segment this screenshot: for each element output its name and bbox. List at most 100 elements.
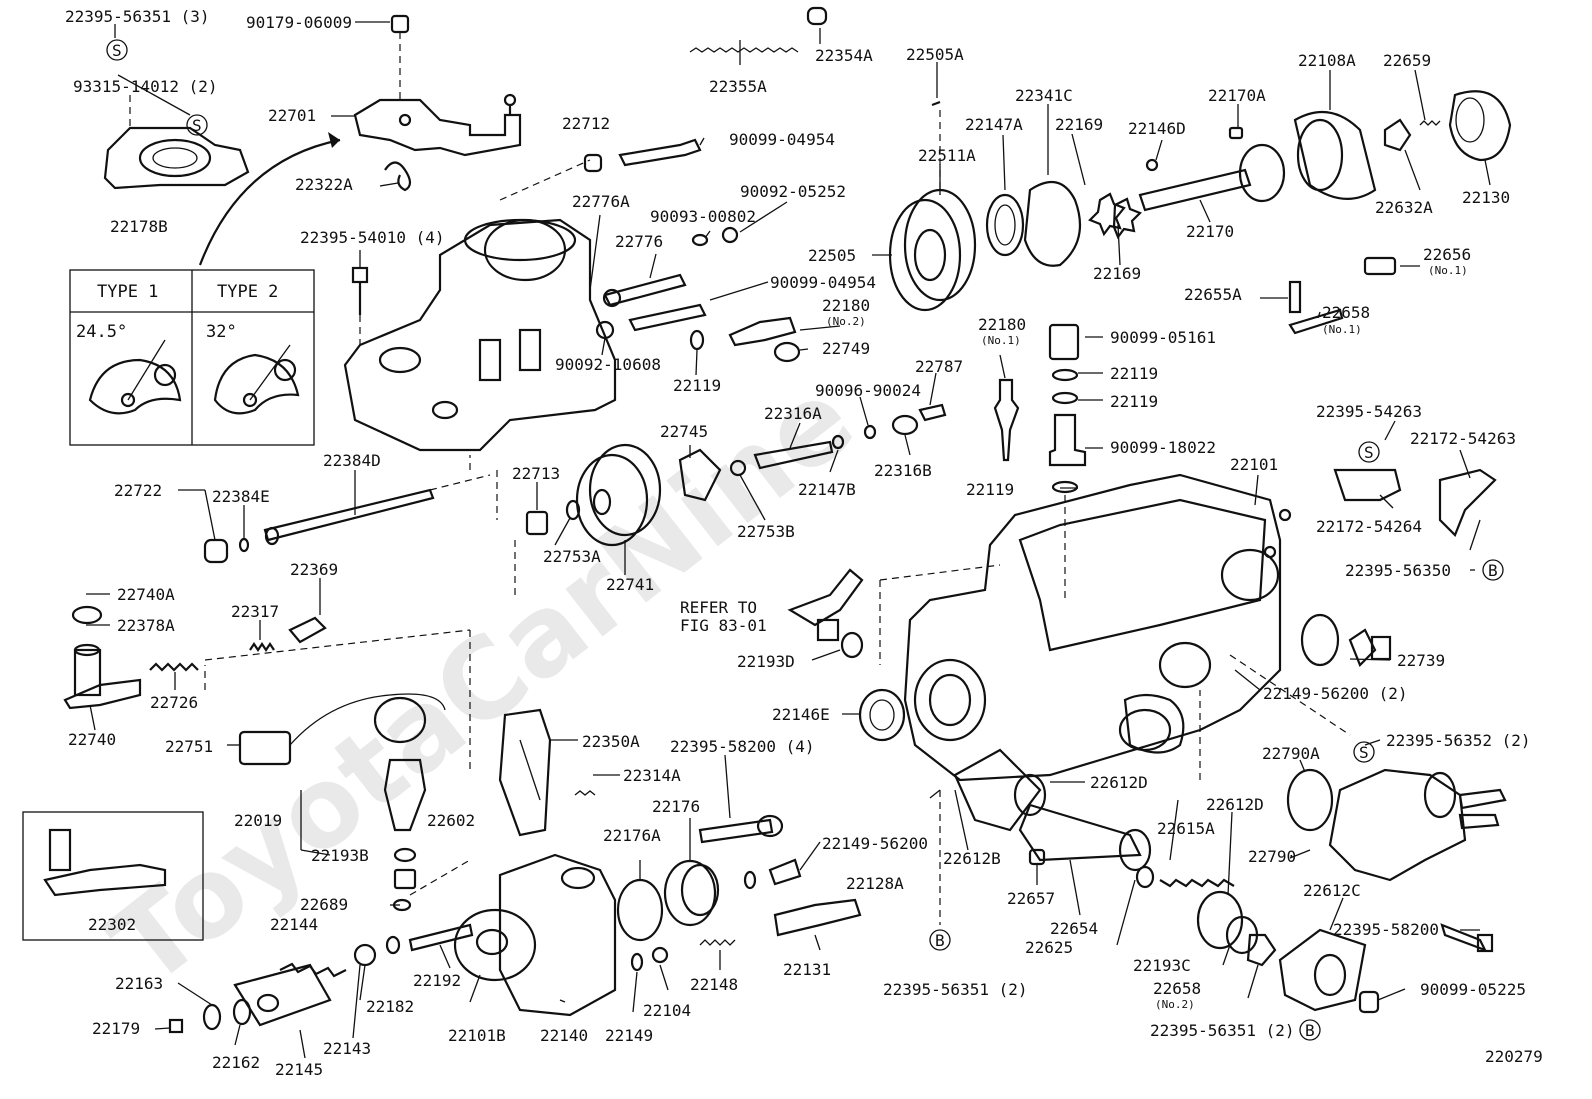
part-label: 22657 bbox=[1007, 889, 1055, 908]
part-label: 22350A bbox=[582, 732, 640, 751]
symbol-s-3: S bbox=[1364, 443, 1374, 462]
governor-cover bbox=[343, 159, 617, 470]
cam-plate-22741 bbox=[496, 443, 722, 600]
part-label: 22745 bbox=[660, 422, 708, 441]
part-label: 22322A bbox=[295, 175, 353, 194]
part-label: (No.2) bbox=[1155, 998, 1195, 1011]
part-label: 22104 bbox=[643, 1001, 691, 1020]
part-label: 22753A bbox=[543, 547, 601, 566]
bracket-22612b bbox=[939, 748, 1152, 925]
part-label: 22384E bbox=[212, 487, 270, 506]
solenoid-22751 bbox=[238, 693, 446, 912]
part-label: 22145 bbox=[275, 1060, 323, 1079]
part-label: 22316A bbox=[764, 404, 822, 423]
part-label: 22739 bbox=[1397, 651, 1445, 670]
cap-22354a bbox=[806, 6, 828, 26]
part-label: 22193D bbox=[737, 652, 795, 671]
type2-label: TYPE 2 bbox=[217, 282, 278, 302]
screw-22776 bbox=[602, 226, 739, 308]
part-label: 90099-05161 bbox=[1110, 328, 1216, 347]
part-label: 22170 bbox=[1186, 222, 1234, 241]
part-label: 22146E bbox=[772, 705, 830, 724]
symbol-b-1: B bbox=[1488, 561, 1498, 580]
seal-22146e bbox=[858, 688, 906, 742]
part-label: 22740A bbox=[117, 585, 175, 604]
part-label: 90092-05252 bbox=[740, 182, 846, 201]
part-label: 22146D bbox=[1128, 119, 1186, 138]
part-label: 22355A bbox=[709, 77, 767, 96]
symbol-s-2: S bbox=[192, 116, 202, 135]
part-label: 22612D bbox=[1090, 773, 1148, 792]
part-label: 22180 bbox=[978, 315, 1026, 334]
part-label: 22172-54263 bbox=[1410, 429, 1516, 448]
part-label: 22722 bbox=[114, 481, 162, 500]
part-label: 22169 bbox=[1055, 115, 1103, 134]
part-label: 22369 bbox=[290, 560, 338, 579]
part-label: 22182 bbox=[366, 997, 414, 1016]
part-label: 22108A bbox=[1298, 51, 1356, 70]
part-label: 22712 bbox=[562, 114, 610, 133]
part-label: 22632A bbox=[1375, 198, 1433, 217]
part-label: 22140 bbox=[540, 1026, 588, 1045]
part-label: 22317 bbox=[231, 602, 279, 621]
part-label: 22395-56351 (2) bbox=[1150, 1021, 1295, 1040]
part-label: 22144 bbox=[270, 915, 318, 934]
part-label: 22119 bbox=[1110, 364, 1158, 383]
part-label: 22131 bbox=[783, 960, 831, 979]
part-label: 22143 bbox=[323, 1039, 371, 1058]
part-label: 22149-56200 bbox=[822, 834, 928, 853]
part-label: 22612B bbox=[943, 849, 1001, 868]
part-label: 22193C bbox=[1133, 956, 1191, 975]
part-label: 22178B bbox=[110, 217, 168, 236]
bolt-90099-04954-a bbox=[583, 138, 702, 173]
part-label: (No.2) bbox=[826, 315, 866, 328]
part-label: 22149 bbox=[605, 1026, 653, 1045]
part-label: 22101 bbox=[1230, 455, 1278, 474]
lever-22701 bbox=[353, 14, 522, 192]
part-label: 22119 bbox=[1110, 392, 1158, 411]
symbol-b-3: B bbox=[1305, 1021, 1315, 1040]
part-label: 22176 bbox=[652, 797, 700, 816]
part-label: 22602 bbox=[427, 811, 475, 830]
screw-90099-04954-b bbox=[595, 303, 707, 340]
figure-id: 220279 bbox=[1485, 1047, 1543, 1066]
part-label: 22395-56352 (2) bbox=[1386, 731, 1531, 750]
part-label: 22790 bbox=[1248, 847, 1296, 866]
part-label: 90099-04954 bbox=[770, 273, 876, 292]
part-label: 90099-05225 bbox=[1420, 980, 1526, 999]
part-label: 22741 bbox=[606, 575, 654, 594]
part-label: 22163 bbox=[115, 974, 163, 993]
part-label: 22511A bbox=[918, 146, 976, 165]
actuator-22790 bbox=[1278, 768, 1507, 1014]
part-label: 22505A bbox=[906, 45, 964, 64]
part-label: (No.1) bbox=[981, 334, 1021, 347]
part-label: 22395-56351 (3) bbox=[65, 7, 210, 26]
part-label: 22395-58200 bbox=[1333, 920, 1439, 939]
part-label: 22776A bbox=[572, 192, 630, 211]
part-label: 22172-54264 bbox=[1316, 517, 1422, 536]
spring-22355a bbox=[689, 47, 799, 53]
part-label: 90179-06009 bbox=[246, 13, 352, 32]
symbol-s-4: S bbox=[1359, 743, 1369, 762]
type-table: TYPE 1 TYPE 2 24.5° 32° bbox=[69, 132, 341, 446]
type1-label: TYPE 1 bbox=[97, 282, 158, 302]
part-label: 22701 bbox=[268, 106, 316, 125]
part-label: 22751 bbox=[165, 737, 213, 756]
bracket-22740 bbox=[63, 605, 471, 770]
part-label: 22505 bbox=[808, 246, 856, 265]
angle2-label: 32° bbox=[206, 322, 237, 342]
part-label: 22726 bbox=[150, 693, 198, 712]
plunger-22615a bbox=[1135, 865, 1277, 967]
part-label: 22179 bbox=[92, 1019, 140, 1038]
part-label: 22176A bbox=[603, 826, 661, 845]
part-label: 22130 bbox=[1462, 188, 1510, 207]
plug-22180-no2 bbox=[689, 316, 801, 363]
part-label: 22302 bbox=[88, 915, 136, 934]
part-label: 22354A bbox=[815, 46, 873, 65]
part-label: 22787 bbox=[915, 357, 963, 376]
part-label: 22384D bbox=[323, 451, 381, 470]
part-label: 22147B bbox=[798, 480, 856, 499]
part-label: 22119 bbox=[673, 376, 721, 395]
